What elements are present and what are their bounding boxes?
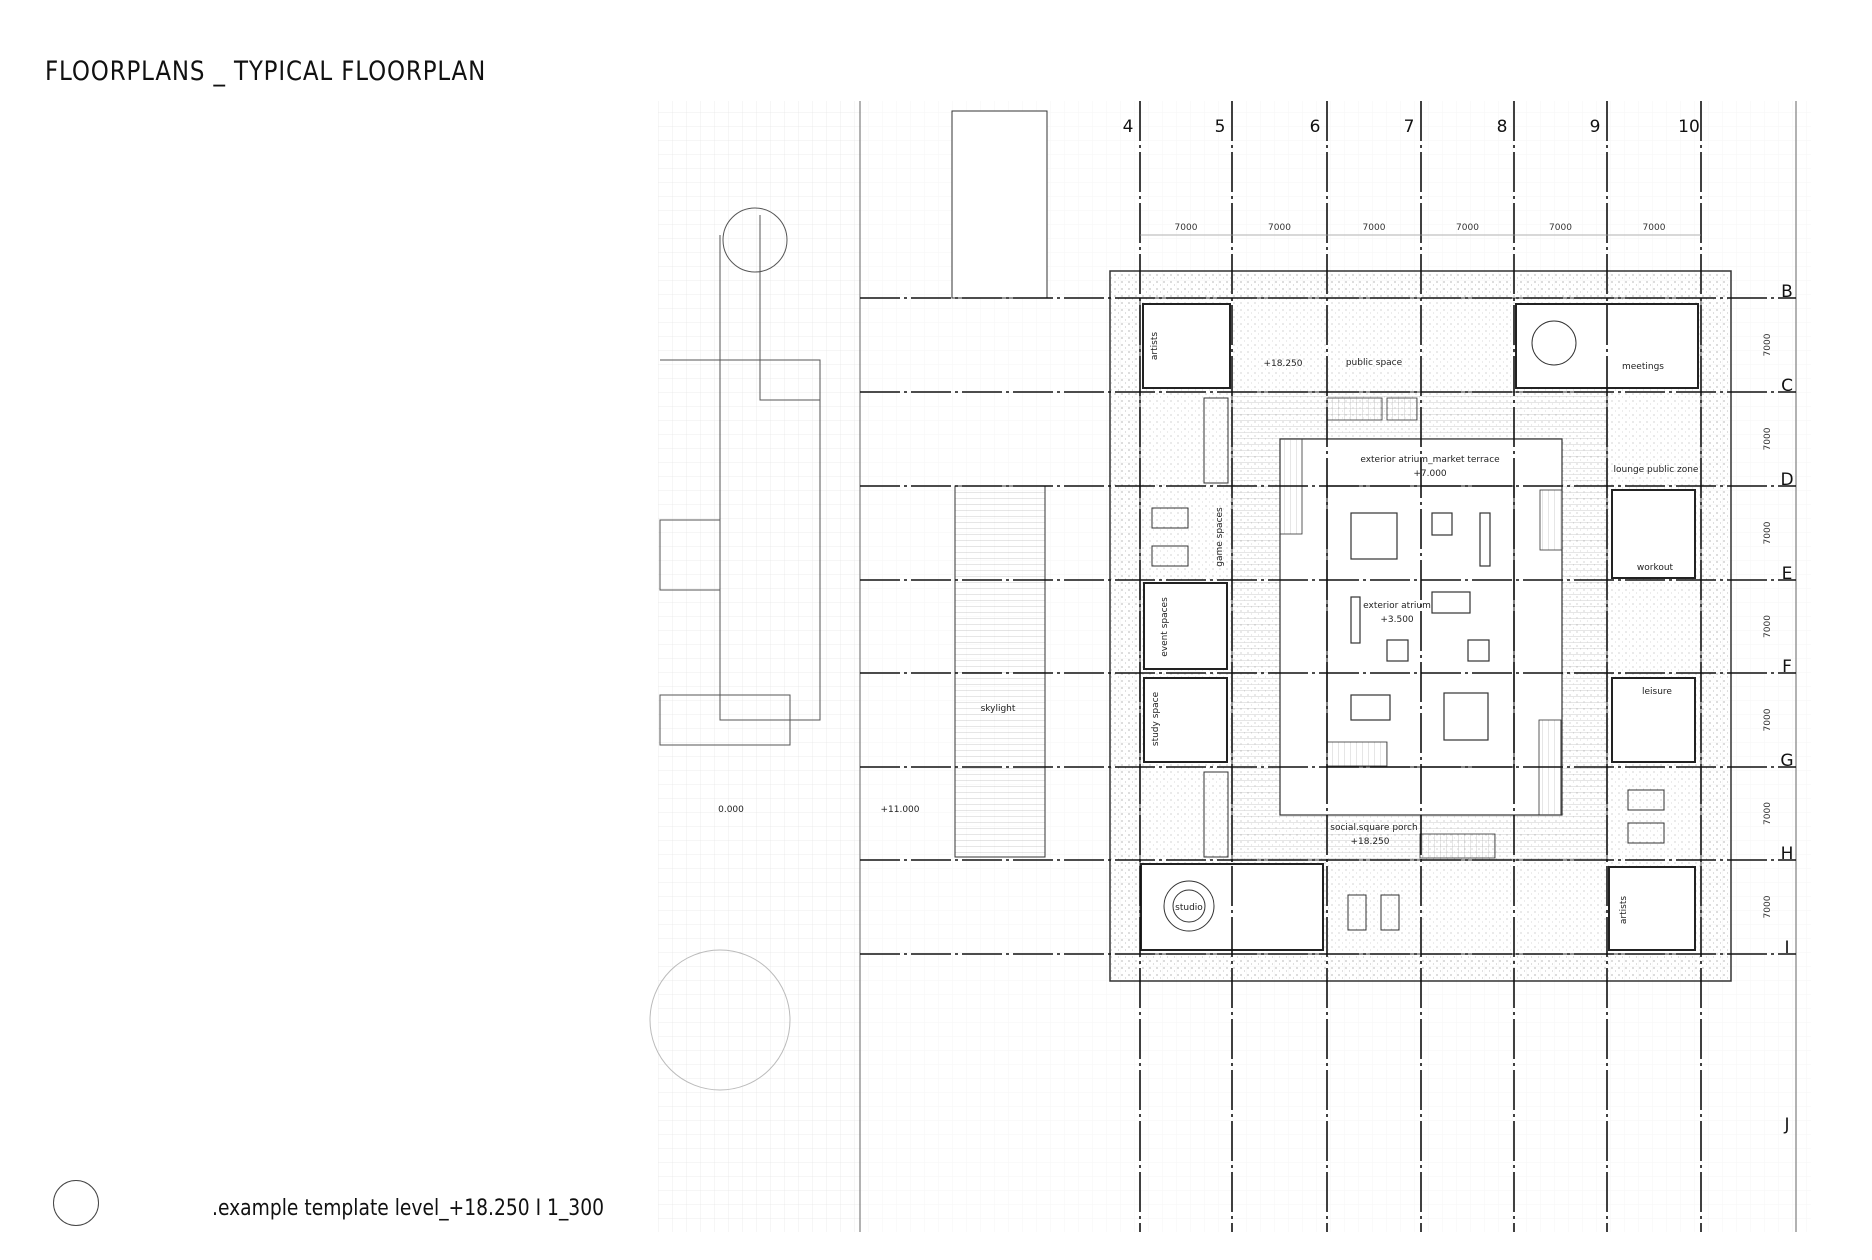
room-artists-bottom — [1608, 866, 1696, 951]
label-leisure: leisure — [1642, 687, 1672, 697]
label-event-spaces: event spaces — [1160, 597, 1170, 657]
grid-column-label: 4 — [1123, 117, 1134, 137]
grid-column-label: 7 — [1404, 117, 1415, 137]
label-social-porch-level: +18.250 — [1350, 837, 1389, 847]
room-leisure — [1611, 677, 1696, 763]
room-workout — [1611, 489, 1696, 579]
grid-column-label: 10 — [1678, 117, 1700, 137]
landscape-ramps — [649, 207, 821, 1091]
label-artists-bottom: artists — [1619, 896, 1629, 924]
label-skylight: skylight — [981, 704, 1016, 714]
label-workout: workout — [1637, 563, 1674, 573]
label-study-space: study space — [1151, 691, 1161, 746]
room-furniture — [1151, 320, 1665, 932]
dimension-label: 7000 — [1456, 223, 1479, 233]
grid-row-label: E — [1782, 564, 1793, 584]
label-lounge: lounge public zone — [1614, 465, 1699, 475]
page-title: FLOORPLANS _ TYPICAL FLOORPLAN — [45, 56, 487, 87]
grid-row-label: J — [1783, 1115, 1789, 1135]
dimension-label: 7000 — [1763, 615, 1773, 638]
skylight — [954, 485, 1046, 858]
dimension-label: 7000 — [1363, 223, 1386, 233]
dimension-label: 7000 — [1763, 333, 1773, 356]
dimension-label: 7000 — [1175, 223, 1198, 233]
room-study-space — [1143, 677, 1228, 763]
dimension-label: 7000 — [1549, 223, 1572, 233]
label-artists-top: artists — [1150, 332, 1160, 360]
dimension-label: 7000 — [1763, 708, 1773, 731]
label-exterior-atrium: exterior atrium — [1363, 601, 1431, 611]
grid-row-label: F — [1782, 657, 1792, 677]
grid-column-label: 6 — [1310, 117, 1321, 137]
label-level-top: +18.250 — [1263, 359, 1302, 369]
grid-row-label: B — [1781, 282, 1793, 302]
north-arrow-circle-icon — [53, 1180, 99, 1226]
site-grid-left — [658, 101, 860, 1232]
room-labels: artists +18.250 public space meetings ex… — [718, 332, 1699, 924]
dimension-label: 7000 — [1763, 895, 1773, 918]
dimension-label: 7000 — [1763, 427, 1773, 450]
grid-column-label: 9 — [1590, 117, 1601, 137]
grid-row-label: D — [1780, 470, 1793, 490]
grid-row-label: G — [1780, 751, 1793, 771]
label-market-terrace-level: +7.000 — [1413, 469, 1447, 479]
dimension-label: 7000 — [1763, 802, 1773, 825]
label-market-terrace: exterior atrium_market terrace — [1360, 455, 1500, 465]
grid-row-label: I — [1784, 938, 1789, 958]
label-game-spaces: game spaces — [1215, 507, 1225, 567]
top-volume — [951, 110, 1048, 299]
grid-column-label: 8 — [1497, 117, 1508, 137]
level-scale-caption: .example template level_+18.250 I 1_300 — [212, 1196, 605, 1221]
room-event-spaces — [1143, 582, 1228, 670]
dimension-label: 7000 — [1763, 521, 1773, 544]
label-meetings: meetings — [1622, 362, 1664, 372]
dimension-label: 7000 — [1643, 223, 1666, 233]
grid-row-label: C — [1781, 376, 1793, 396]
atrium-furniture — [1350, 512, 1491, 741]
room-artists-top — [1142, 303, 1231, 389]
dimension-label: 7000 — [1268, 223, 1291, 233]
label-studio: studio — [1175, 903, 1203, 913]
label-social-porch: social.square porch — [1330, 823, 1417, 833]
label-ground-level: 0.000 — [718, 805, 744, 815]
grid-row-label: H — [1781, 844, 1794, 864]
label-terrace-level: +11.000 — [880, 805, 919, 815]
label-exterior-atrium-level: +3.500 — [1380, 615, 1414, 625]
label-public-space: public space — [1346, 358, 1403, 368]
grid-column-label: 5 — [1215, 117, 1226, 137]
